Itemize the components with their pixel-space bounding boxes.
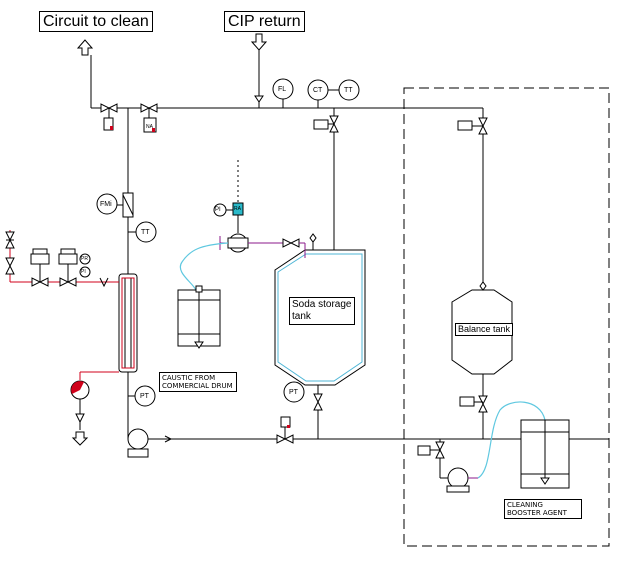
- booster-pump-icon: [447, 467, 469, 489]
- pi-small-tag: PI: [81, 269, 86, 275]
- fl-instrument: [272, 78, 294, 100]
- booster-skid-boundary: [403, 87, 610, 547]
- booster-note: CLEANING BOOSTER AGENT: [504, 499, 582, 519]
- drain-arrow-icon: [71, 431, 89, 446]
- control-valve-1-icon: [30, 248, 50, 287]
- caustic-hose: [179, 242, 229, 291]
- soda-storage-tank-label: Soda storage tank: [289, 297, 355, 325]
- return-check-valve-icon: [254, 95, 264, 103]
- pt-left-tag: PT: [140, 393, 149, 400]
- supply-pump-icon: [127, 428, 149, 450]
- caustic-drum-icon: [177, 285, 221, 349]
- caustic-note-line2: COMMERCIAL DRUM: [162, 382, 233, 390]
- na-valve-icon: [140, 103, 158, 133]
- vent-icon: [309, 233, 317, 243]
- ct-tag: CT: [313, 87, 323, 94]
- caustic-note: CAUSTIC FROM COMMERCIAL DRUM: [159, 372, 237, 392]
- pi-tag: PI: [215, 207, 221, 213]
- booster-drum-icon: [520, 419, 570, 489]
- outlet-arrow-icon: [76, 39, 94, 56]
- caustic-note-line1: CAUSTIC FROM: [162, 374, 216, 382]
- soda-inlet-valve-icon: [313, 115, 339, 133]
- fm-instrument: [96, 193, 118, 215]
- pt-tank-instrument: [283, 381, 305, 403]
- booster-valve-icon: [417, 441, 445, 459]
- balance-inlet-valve-icon: [457, 117, 488, 135]
- balance-outlet-valve-icon: [459, 395, 488, 413]
- return-arrow-icon: [250, 33, 268, 51]
- tt-top-tag: TT: [344, 87, 353, 94]
- tt-mid-tag: TT: [141, 229, 150, 236]
- fl-tag: FL: [278, 86, 287, 93]
- steam-trap-icon: [99, 277, 109, 288]
- cip-return-label: CIP return: [224, 11, 305, 32]
- svg-text:NA: NA: [146, 124, 154, 130]
- pr-instrument: [79, 253, 91, 265]
- pi-small-instrument: [79, 266, 91, 278]
- flowmeter-icon: [122, 192, 134, 218]
- outlet-valve-icon: [100, 103, 118, 131]
- control-valve-2-icon: [58, 248, 78, 287]
- manual-valve-icon: [5, 231, 15, 275]
- tt-top-instrument: [338, 79, 360, 101]
- heat-exchanger-icon: [118, 273, 138, 373]
- soda-outlet-valve-icon: [313, 393, 323, 411]
- booster-note-line2: BOOSTER AGENT: [507, 509, 567, 517]
- fm-tag: FMi: [100, 201, 112, 208]
- pr-tag: PR: [81, 256, 88, 262]
- booster-note-line1: CLEANING: [507, 501, 543, 509]
- booster-hose: [477, 401, 546, 479]
- circuit-to-clean-label: Circuit to clean: [39, 11, 153, 32]
- balance-tank-label: Balance tank: [455, 323, 514, 336]
- bottom-valve-icon: [276, 416, 294, 444]
- ra-tag: RA: [234, 206, 241, 212]
- pt-tank-tag: PT: [289, 389, 298, 396]
